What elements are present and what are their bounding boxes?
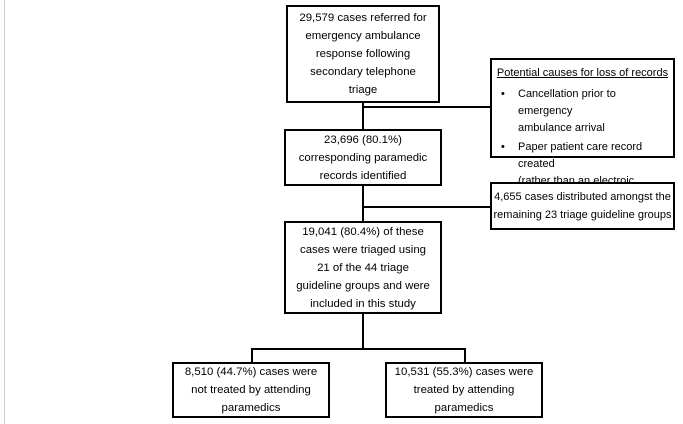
- not-treated-line-3: paramedics: [221, 402, 281, 414]
- treated-line-1: 10,531 (55.3%) cases were: [394, 366, 534, 378]
- distributed-line-2: remaining 23 triage guideline groups: [493, 209, 672, 221]
- included-cases-box: 19,041 (80.4%) of these cases were triag…: [284, 221, 442, 314]
- referred-line-4: secondary telephone: [310, 66, 416, 78]
- page-left-rule: [4, 0, 5, 424]
- distributed-line-1: 4,655 cases distributed amongst the: [494, 191, 671, 203]
- referred-cases-text: 29,579 cases referred for emergency ambu…: [299, 9, 426, 99]
- referred-line-2: emergency ambulance: [305, 30, 421, 42]
- connector-split-left: [251, 348, 253, 363]
- cause-item-cancellation: • Cancellation prior to emergency ambula…: [501, 86, 667, 137]
- included-line-1: 19,041 (80.4%) of these: [302, 225, 424, 238]
- not-treated-line-1: 8,510 (44.7%) cases were: [184, 366, 318, 378]
- causes-box: Potential causes for loss of records • C…: [490, 58, 675, 204]
- cause-1-line-2: ambulance arrival: [518, 122, 605, 134]
- connector-referred-to-identified: [362, 103, 364, 129]
- bullet-icon: •: [501, 88, 505, 100]
- connector-split-horizontal: [251, 348, 465, 350]
- included-line-2: cases were triaged using: [300, 243, 426, 256]
- causes-title: Potential causes for loss of records: [496, 67, 669, 79]
- identified-line-1: 23,696 (80.1%): [324, 133, 402, 146]
- distributed-cases-text: 4,655 cases distributed amongst the rema…: [494, 188, 672, 224]
- connector-to-distributed: [362, 206, 490, 208]
- identified-line-3: records identified: [319, 169, 407, 182]
- not-treated-box: 8,510 (44.7%) cases were not treated by …: [172, 362, 330, 418]
- identified-records-box: 23,696 (80.1%) corresponding paramedic r…: [284, 129, 442, 186]
- included-line-5: included in this study: [310, 297, 416, 310]
- treated-line-3: paramedics: [434, 402, 494, 414]
- not-treated-line-2: not treated by attending: [191, 384, 311, 396]
- connector-split-right: [464, 348, 466, 363]
- referred-line-1: 29,579 cases referred for: [299, 12, 427, 24]
- not-treated-text: 8,510 (44.7%) cases were not treated by …: [185, 363, 317, 417]
- referred-cases-box: 29,579 cases referred for emergency ambu…: [286, 5, 440, 103]
- included-cases-text: 19,041 (80.4%) of these cases were triag…: [296, 223, 430, 313]
- cause-2-line-1: Paper patient care record created: [518, 141, 643, 170]
- included-line-3: 21 of the 44 triage: [317, 261, 409, 274]
- bullet-icon: •: [501, 141, 505, 153]
- treated-box: 10,531 (55.3%) cases were treated by att…: [385, 362, 543, 418]
- referred-line-3: response following: [315, 48, 411, 60]
- cause-1-line-1: Cancellation prior to emergency: [518, 88, 616, 117]
- treated-text: 10,531 (55.3%) cases were treated by att…: [395, 363, 534, 417]
- connector-identified-to-included: [362, 186, 364, 221]
- identified-line-2: corresponding paramedic: [298, 151, 428, 164]
- connector-included-to-split: [362, 314, 364, 349]
- distributed-cases-box: 4,655 cases distributed amongst the rema…: [490, 182, 675, 230]
- referred-line-5: triage: [348, 84, 378, 96]
- identified-records-text: 23,696 (80.1%) corresponding paramedic r…: [299, 131, 428, 185]
- connector-to-causes: [362, 106, 490, 108]
- included-line-4: guideline groups and were: [296, 279, 430, 292]
- treated-line-2: treated by attending: [413, 384, 515, 396]
